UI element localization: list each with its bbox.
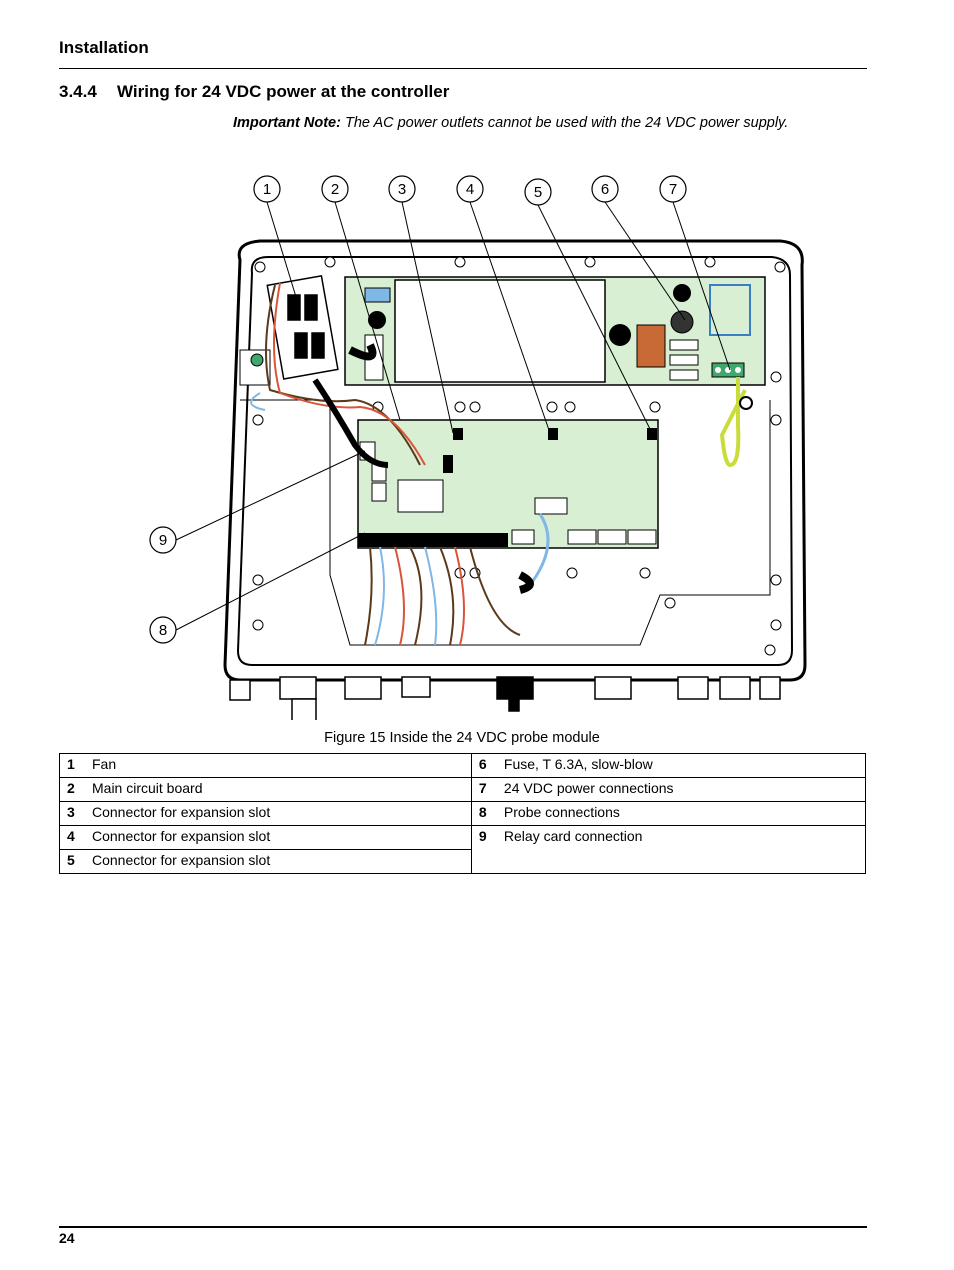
- enclosure-inner: [236, 256, 794, 666]
- legend-text: Connector for expansion slot: [85, 801, 472, 826]
- module-illustration: 1 2 3 4 5 6 7 8 9: [149, 175, 807, 720]
- table-row: 3 Connector for expansion slot 8 Probe c…: [59, 801, 866, 826]
- section-header: Installation: [59, 38, 149, 57]
- fuse-holder: [670, 310, 694, 334]
- callout-9: 9: [159, 532, 167, 549]
- wire-harness: [250, 282, 550, 646]
- footer-rule: [59, 1226, 867, 1228]
- legend-text: Relay card connection: [496, 825, 866, 874]
- coil: [636, 324, 666, 368]
- mounting-holes: [252, 256, 786, 656]
- legend-text: Connector for expansion slot: [85, 825, 472, 850]
- legend-number: 9: [470, 825, 497, 874]
- callout-1: 1: [263, 181, 271, 198]
- legend-number: 2: [59, 777, 85, 802]
- enclosure-outline: [223, 239, 807, 682]
- legend-text: Main circuit board: [85, 777, 472, 802]
- legend-number: 6: [470, 753, 497, 778]
- figure-caption: Figure 15 Inside the 24 VDC probe module: [324, 730, 600, 746]
- legend-number: 7: [470, 777, 497, 802]
- legend-text: Fan: [85, 753, 472, 778]
- table-row: 5 Connector for expansion slot: [59, 849, 866, 874]
- table-row: 2 Main circuit board 7 24 VDC power conn…: [59, 777, 866, 802]
- legend-number: 5: [59, 849, 85, 874]
- legend-number: 4: [59, 825, 85, 850]
- page-number: 24: [59, 1230, 75, 1246]
- legend-text: Probe connections: [496, 801, 866, 826]
- callout-6: 6: [601, 181, 609, 198]
- cable-glands: [229, 676, 781, 720]
- callout-3: 3: [398, 181, 406, 198]
- legend-number: 1: [59, 753, 85, 778]
- callout-4: 4: [466, 181, 474, 198]
- display-panel: [394, 279, 606, 383]
- leader-lines: [175, 201, 731, 631]
- legend-table: 1 Fan 6 Fuse, T 6.3A, slow-blow 2 Main c…: [59, 753, 866, 874]
- callout-circles: [149, 175, 687, 644]
- legend-number: 8: [470, 801, 497, 826]
- ground-wire: [719, 377, 747, 468]
- table-row: 4 Connector for expansion slot 9 Relay c…: [59, 825, 866, 874]
- callout-2: 2: [331, 181, 339, 198]
- legend-text: Connector for expansion slot: [85, 849, 472, 874]
- important-note: Important Note: The AC power outlets can…: [233, 115, 788, 131]
- legend-number: 3: [59, 801, 85, 826]
- expansion-connectors: [443, 428, 657, 473]
- note-label: Important Note:: [233, 115, 341, 131]
- callout-5: 5: [534, 184, 542, 201]
- heading-number: 3.4.4: [59, 82, 97, 101]
- table-row: 1 Fan 6 Fuse, T 6.3A, slow-blow: [59, 753, 866, 778]
- legend-text: Fuse, T 6.3A, slow-blow: [496, 753, 866, 778]
- callout-8: 8: [159, 622, 167, 639]
- enclosure-rib: [240, 399, 771, 646]
- note-text: The AC power outlets cannot be used with…: [340, 115, 789, 131]
- heading-title: Wiring for 24 VDC power at the controlle…: [117, 82, 450, 101]
- section-heading: 3.4.4 Wiring for 24 VDC power at the cont…: [59, 82, 449, 102]
- callout-7: 7: [669, 181, 677, 198]
- header-rule: [59, 68, 867, 69]
- legend-text: 24 VDC power connections: [496, 777, 866, 802]
- probe-connectors: [511, 529, 657, 545]
